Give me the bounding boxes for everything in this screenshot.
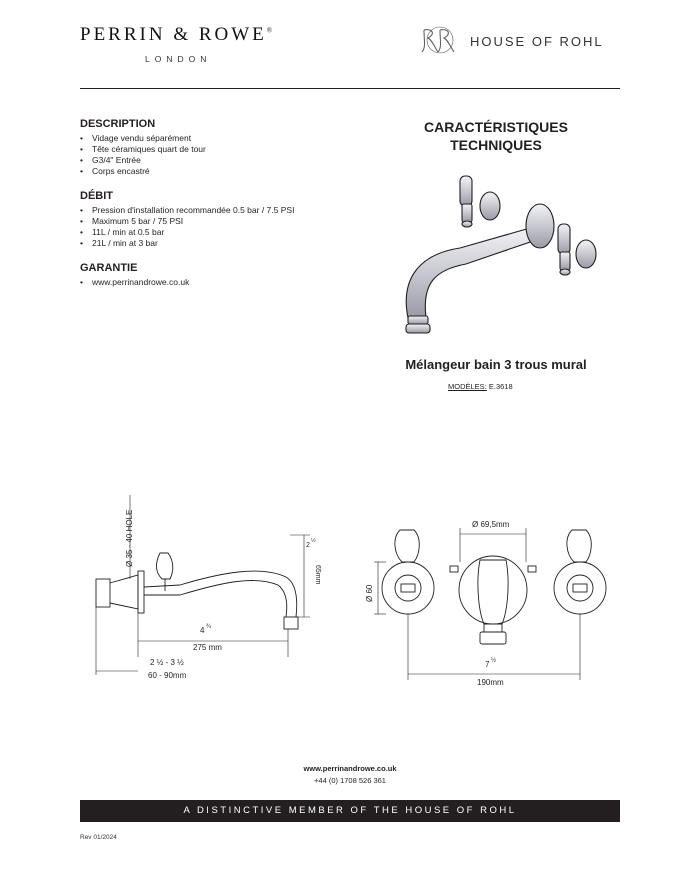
product-illustration xyxy=(405,175,597,334)
front-width-inch-frac: ½ xyxy=(491,657,496,664)
front-width-inch: 7 xyxy=(485,660,490,669)
side-hole-label: Ø 35 - 40 HOLE xyxy=(125,510,134,567)
rohl-monogram-icon xyxy=(421,26,455,54)
front-diameter: Ø 69,5mm xyxy=(472,520,510,529)
front-view-drawing: Ø 69,5mm Ø 60 7 ½ 190mm xyxy=(365,520,607,685)
side-reach-inch-frac: ¾ xyxy=(206,624,212,630)
list-item: G3/4" Entrée xyxy=(80,155,206,166)
front-width-mm: 190mm xyxy=(477,678,504,685)
footer-website-link[interactable]: www.perrinandrowe.co.uk xyxy=(303,764,397,773)
warranty-link[interactable]: www.perrinandrowe.co.uk xyxy=(80,277,189,288)
side-height-mm: 65mm xyxy=(314,565,321,585)
side-view-drawing: Ø 35 - 40 HOLE 2 ½ 65mm 4 ¾ 275 mm 2 ½ -… xyxy=(95,495,321,680)
models-value: E.3618 xyxy=(488,382,513,391)
list-item: Maximum 5 bar / 75 PSI xyxy=(80,216,294,227)
contact-block: www.perrinandrowe.co.uk +44 (0) 1708 526… xyxy=(250,763,450,787)
specs-title-line1: CARACTÉRISTIQUES xyxy=(424,119,568,135)
side-height-inch-frac: ½ xyxy=(311,537,316,544)
brand-logo-perrin-rowe: PERRIN & ROWE® xyxy=(80,24,272,46)
footer-banner: A DISTINCTIVE MEMBER OF THE HOUSE OF ROH… xyxy=(80,800,620,822)
side-height-inch: 2 xyxy=(306,542,310,549)
models-line: MODÈLES: E.3618 xyxy=(448,382,558,391)
footer-phone: +44 (0) 1708 526 361 xyxy=(314,776,386,785)
side-depth-inch: 2 ½ - 3 ½ xyxy=(150,658,184,667)
description-title: DESCRIPTION xyxy=(80,118,156,130)
brand-trademark: ® xyxy=(266,26,273,35)
brand-city: LONDON xyxy=(145,54,212,64)
revision-label: Rev 01/2024 xyxy=(80,834,117,841)
list-item: Pression d'installation recommandée 0.5 … xyxy=(80,205,294,216)
list-item: Corps encastré xyxy=(80,166,206,177)
front-height: Ø 60 xyxy=(365,584,374,602)
warranty-title: GARANTIE xyxy=(80,262,138,274)
warranty-list: www.perrinandrowe.co.uk xyxy=(80,277,189,288)
specs-title-line2: TECHNIQUES xyxy=(450,137,542,153)
flow-title: DÉBIT xyxy=(80,190,113,202)
side-reach-mm: 275 mm xyxy=(193,643,222,652)
header-divider xyxy=(80,88,620,89)
list-item: 21L / min at 3 bar xyxy=(80,238,294,249)
side-reach-inch: 4 xyxy=(200,626,205,635)
partner-brand: HOUSE OF ROHL xyxy=(470,34,604,49)
list-item: 11L / min at 0.5 bar xyxy=(80,227,294,238)
flow-list: Pression d'installation recommandée 0.5 … xyxy=(80,205,294,249)
list-item: Vidage vendu séparément xyxy=(80,133,206,144)
description-list: Vidage vendu séparément Tête céramiques … xyxy=(80,133,206,177)
list-item: Tête céramiques quart de tour xyxy=(80,144,206,155)
product-name: Mélangeur bain 3 trous mural xyxy=(405,357,587,372)
specs-title: CARACTÉRISTIQUES TECHNIQUES xyxy=(380,118,612,154)
brand-name: PERRIN & ROWE xyxy=(80,24,267,45)
side-depth-mm: 60 - 90mm xyxy=(148,671,187,680)
models-label: MODÈLES: xyxy=(448,382,487,391)
